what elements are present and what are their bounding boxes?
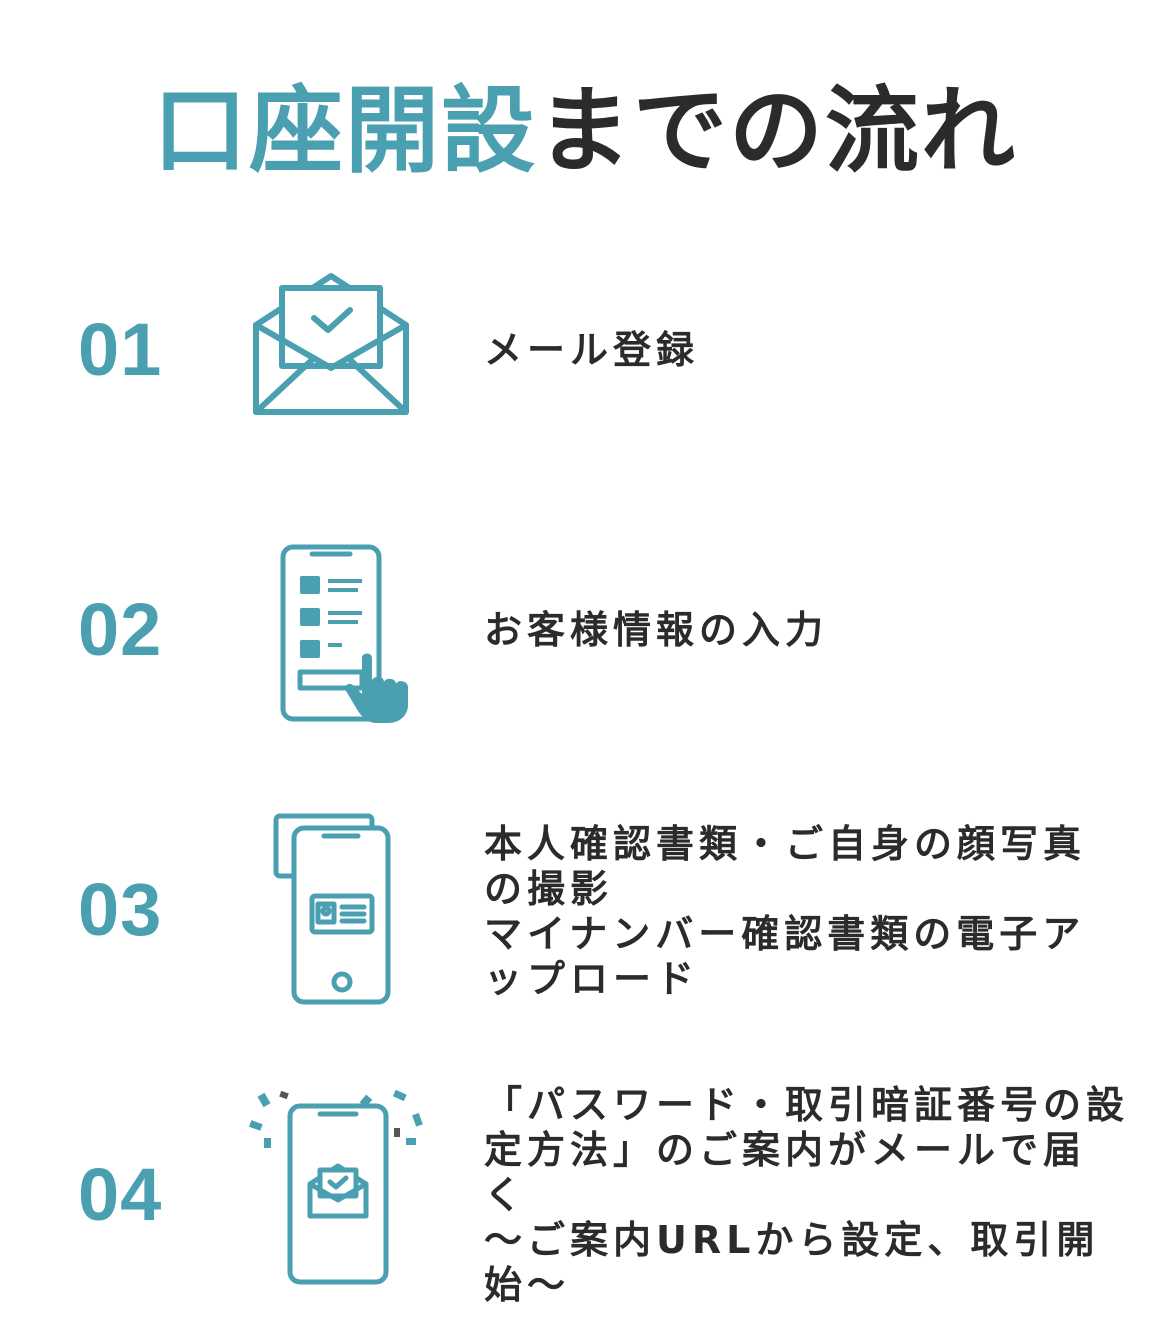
phone-id-card-icon (272, 812, 394, 1008)
step-text-line: メール登録 (484, 328, 700, 372)
step-text-line: 本人確認書類・ご自身の顔写真 (484, 822, 1087, 866)
step-text-line: く (484, 1173, 528, 1217)
step-number: 03 (78, 868, 163, 951)
step-text: メール登録 (484, 328, 1104, 373)
step-number: 02 (78, 588, 163, 671)
step-text: 本人確認書類・ご自身の顔写真 の撮影 マイナンバー確認書類の電子ア ップロード (484, 822, 1104, 1002)
page-title: 口座開設までの流れ (0, 72, 1170, 192)
step-number: 04 (78, 1153, 163, 1236)
step-number: 01 (78, 308, 163, 391)
step-text-line: 始～ (484, 1263, 571, 1307)
phone-mail-confetti-icon (244, 1088, 434, 1288)
envelope-check-icon (250, 270, 412, 420)
page-title-rest: までの流れ (537, 77, 1018, 186)
step-text-line: お客様情報の入力 (484, 608, 829, 652)
step-text-line: 「パスワード・取引暗証番号の設 (484, 1083, 1130, 1127)
step-text: お客様情報の入力 (484, 608, 1104, 653)
step-text-line: マイナンバー確認書類の電子ア (484, 912, 1086, 956)
step-text-line: の撮影 (484, 867, 614, 911)
step-text-line: ップロード (484, 957, 700, 1001)
page-title-accent: 口座開設 (152, 77, 537, 186)
step-text: 「パスワード・取引暗証番号の設 定方法」のご案内がメールで届 く ～ご案内URL… (484, 1083, 1130, 1308)
step-text-line: 定方法」のご案内がメールで届 (484, 1128, 1087, 1172)
phone-form-tap-icon (278, 542, 423, 724)
step-text-line: ～ご案内URLから設定、取引開 (484, 1218, 1100, 1262)
